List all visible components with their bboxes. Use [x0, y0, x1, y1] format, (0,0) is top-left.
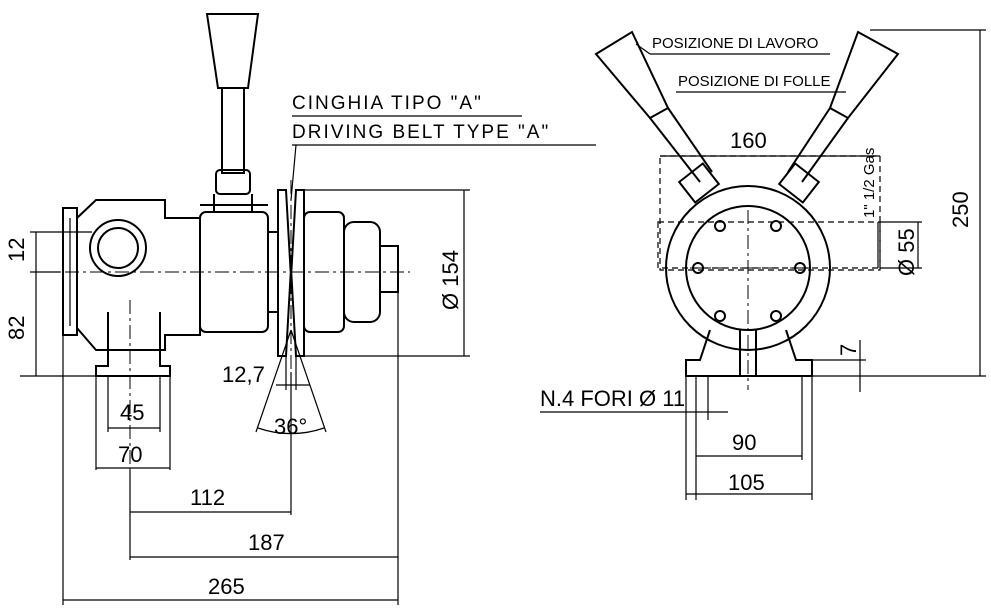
dim-70: 70	[118, 442, 142, 467]
dim-dia-154: Ø 154	[438, 250, 463, 310]
dim-187: 187	[248, 530, 285, 555]
dim-105: 105	[728, 470, 765, 495]
handle-collar	[215, 169, 251, 195]
dim-12-7: 12,7	[222, 362, 265, 387]
dim-45: 45	[120, 400, 144, 425]
dim-dia-55: Ø 55	[894, 228, 919, 276]
port-dashed	[657, 221, 881, 269]
pump-body	[76, 199, 201, 351]
dim-112: 112	[190, 485, 225, 510]
dim-160: 160	[730, 128, 767, 153]
handle-stem	[221, 87, 245, 174]
port-outer	[89, 219, 147, 277]
gas-thread-label: 1" 1/2 Gas	[861, 148, 878, 218]
dim-7: 7	[836, 344, 861, 356]
dim-250: 250	[948, 191, 973, 228]
dim-265: 265	[208, 574, 245, 599]
dim-36-deg: 36°	[274, 414, 307, 439]
pump-base	[685, 329, 813, 377]
port-inner	[97, 227, 139, 269]
belt-leader	[290, 144, 297, 201]
holes-label: N.4 FORI Ø 11	[540, 386, 685, 411]
idle-position-label: POSIZIONE DI FOLLE	[678, 73, 831, 90]
dim-12: 12	[4, 238, 29, 262]
dim-90: 90	[732, 430, 756, 455]
belt-label-it: CINGHIA TIPO "A"	[292, 93, 483, 114]
work-position-label: POSIZIONE DI LAVORO	[652, 35, 818, 52]
shaft-nut	[379, 245, 399, 293]
dim-82: 82	[4, 316, 29, 340]
bolts	[692, 220, 806, 322]
side-view	[40, 13, 410, 470]
front-view	[594, 30, 900, 390]
belt-label-en: DRIVING BELT TYPE "A"	[292, 122, 550, 143]
handle-knob	[205, 13, 260, 89]
lever-right-knob	[828, 30, 900, 120]
pump-foot	[95, 312, 171, 377]
